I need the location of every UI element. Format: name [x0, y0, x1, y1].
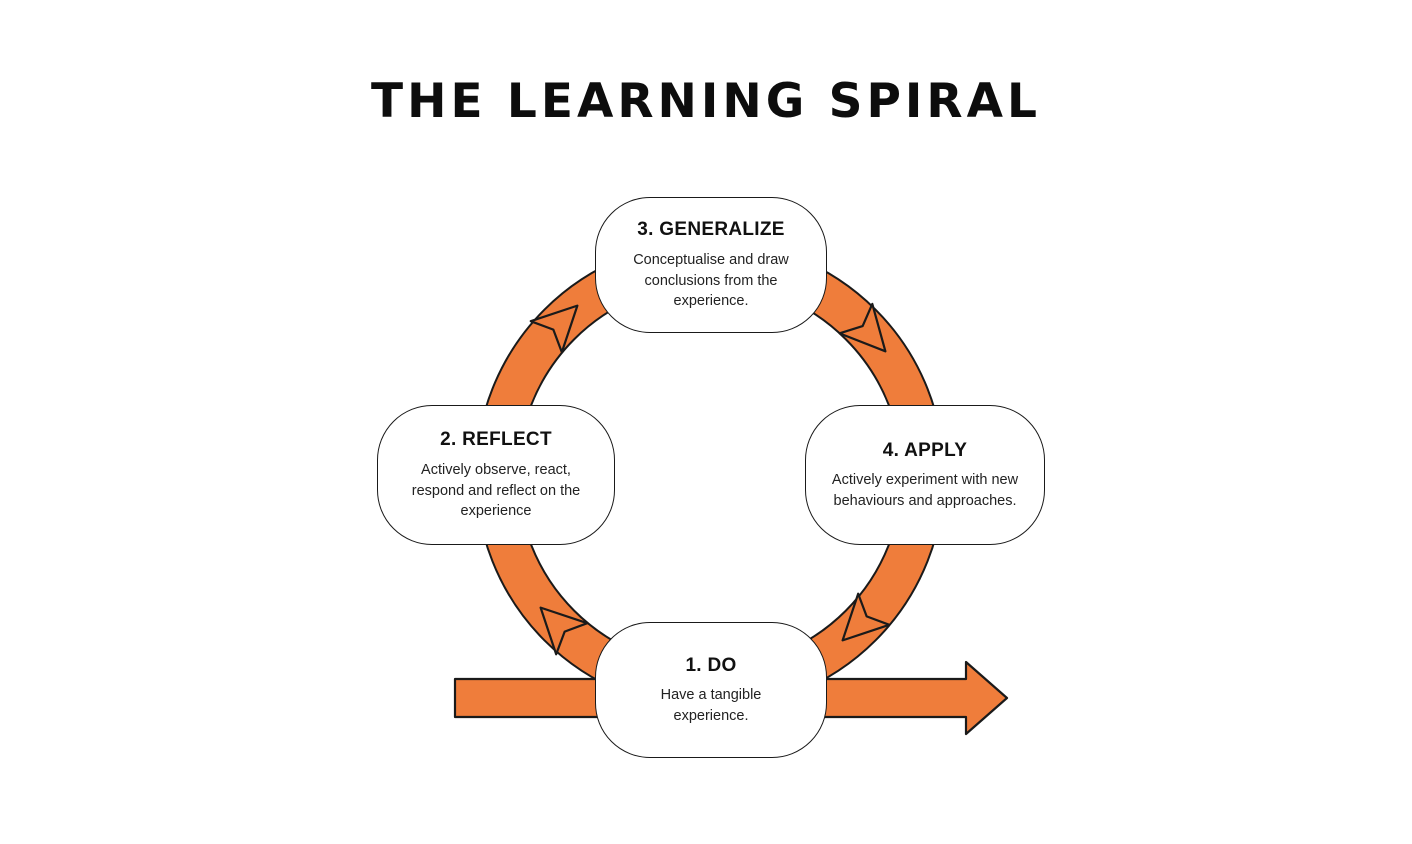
- flow-arrowhead-bottom-left: [539, 606, 589, 656]
- step-description: Have a tangible experience.: [660, 687, 762, 724]
- step-node-apply: 4. APPLY Actively experiment with new be…: [805, 405, 1045, 545]
- step-node-reflect: 2. REFLECT Actively observe, react, resp…: [377, 405, 615, 545]
- flow-arrowhead-top-left: [529, 304, 579, 354]
- step-description: Actively observe, react, respond and ref…: [411, 462, 581, 520]
- step-description: Actively experiment with new behaviours …: [831, 472, 1019, 509]
- step-label: 2. REFLECT: [440, 429, 552, 451]
- page-title: THE LEARNING SPIRAL: [371, 74, 1041, 129]
- step-label: 4. APPLY: [882, 439, 968, 461]
- flow-arrowhead-top-right: [838, 302, 887, 353]
- step-label: 3. GENERALIZE: [637, 219, 785, 241]
- step-description: Conceptualise and draw conclusions from …: [633, 252, 789, 310]
- step-node-do: 1. DO Have a tangible experience.: [595, 622, 827, 758]
- flow-arrowhead-bottom-right: [841, 592, 891, 642]
- step-label: 1. DO: [685, 654, 737, 676]
- step-node-generalize: 3. GENERALIZE Conceptualise and draw con…: [595, 197, 827, 333]
